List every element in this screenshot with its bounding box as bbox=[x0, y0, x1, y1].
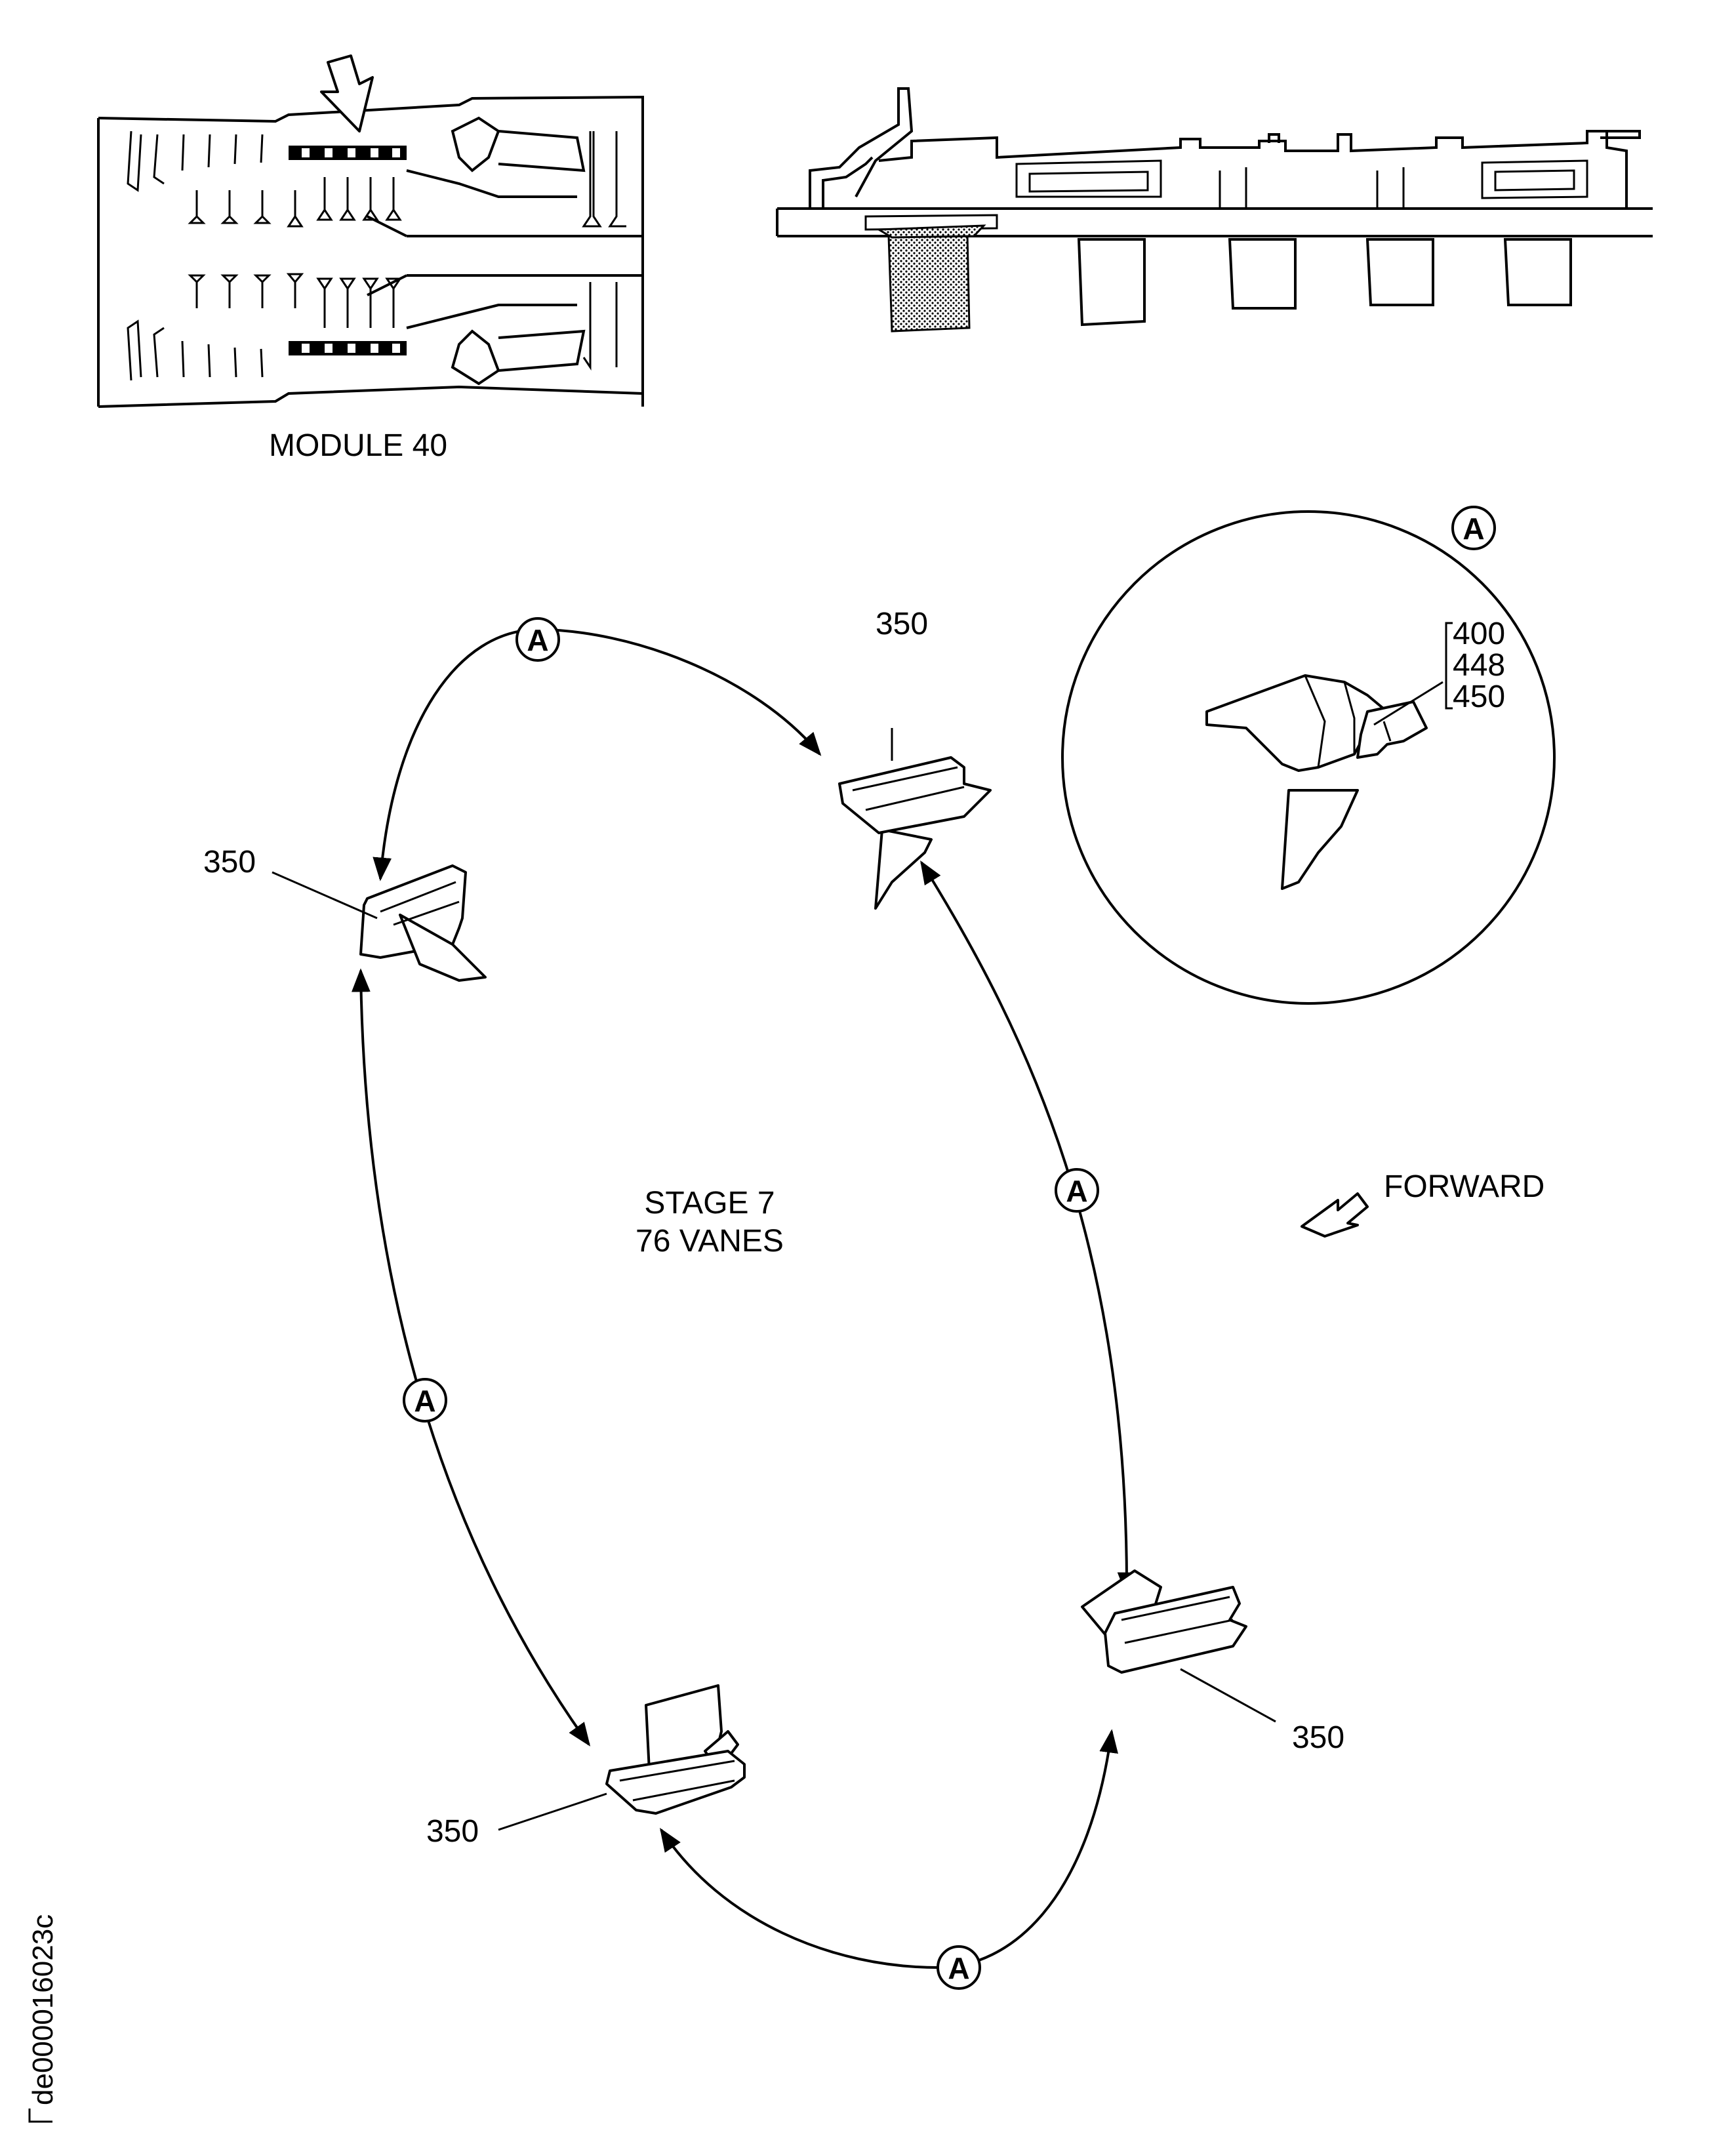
callout-350-left: 350 bbox=[203, 845, 256, 879]
callout-350-top: 350 bbox=[876, 607, 928, 641]
view-marker-right: A bbox=[1055, 1168, 1099, 1213]
view-marker-bottom: A bbox=[937, 1945, 981, 1990]
location-arrow-icon bbox=[320, 54, 374, 132]
detail-part-448: 448 bbox=[1453, 648, 1505, 683]
detail-view-a-marker bbox=[1451, 506, 1496, 550]
detail-part-450: 450 bbox=[1453, 679, 1505, 714]
svg-text:A: A bbox=[948, 1951, 969, 1985]
case-section-view bbox=[776, 87, 1653, 333]
vane-ring: A A A A 350 350 bbox=[203, 607, 1344, 1990]
forward-arrow-icon bbox=[1301, 1192, 1369, 1238]
arc-left bbox=[352, 968, 591, 1746]
leader-right bbox=[1180, 1668, 1276, 1723]
arc-top bbox=[373, 628, 822, 881]
figure-id: de000016023c bbox=[27, 1914, 59, 2105]
svg-text:A: A bbox=[527, 623, 548, 657]
arc-right bbox=[920, 860, 1137, 1596]
vanes-label: 76 VANES bbox=[636, 1224, 784, 1259]
engine-cross-section bbox=[97, 54, 644, 408]
detail-part-400: 400 bbox=[1453, 616, 1505, 651]
vane-right bbox=[1081, 1569, 1247, 1674]
vane-top bbox=[838, 756, 992, 910]
view-marker-left: A bbox=[403, 1378, 447, 1423]
svg-text:A: A bbox=[414, 1384, 435, 1418]
leader-bottom-left bbox=[498, 1792, 607, 1831]
vane-left bbox=[359, 864, 487, 982]
figure-id-bracket bbox=[28, 2109, 52, 2123]
highlighted-vane bbox=[887, 233, 971, 333]
detail-view-a: A 400 448 450 bbox=[1061, 506, 1556, 1005]
module-label: MODULE 40 bbox=[269, 428, 447, 463]
callout-350-bottom-right: 350 bbox=[1292, 1720, 1344, 1755]
view-marker-top: A bbox=[515, 617, 560, 662]
forward-label: FORWARD bbox=[1384, 1169, 1544, 1204]
svg-text:A: A bbox=[1463, 512, 1484, 546]
svg-text:A: A bbox=[1066, 1174, 1087, 1208]
callout-350-bottom-left: 350 bbox=[426, 1814, 479, 1849]
leader-left bbox=[272, 871, 378, 919]
vane-bottom-left bbox=[605, 1684, 746, 1815]
stage-label: STAGE 7 bbox=[644, 1186, 775, 1221]
